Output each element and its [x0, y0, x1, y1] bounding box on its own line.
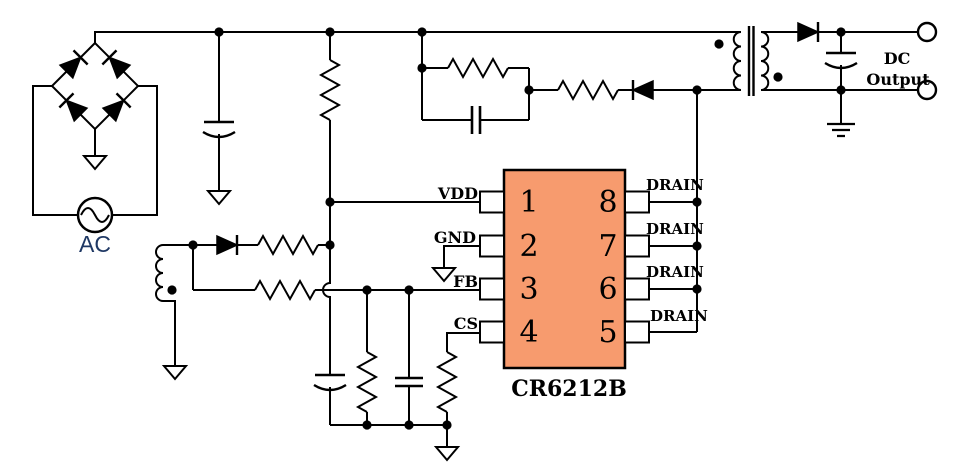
fb-resistor-icon	[357, 351, 377, 413]
pin7-box	[624, 234, 650, 258]
ic-body	[502, 168, 627, 370]
pin6-box	[624, 277, 650, 301]
ic-part-number: CR6212B	[511, 376, 627, 402]
pin1-label: VDD	[437, 184, 478, 203]
dc-output-negative-terminal	[916, 79, 938, 101]
dc-output-label-line2: Output	[866, 70, 930, 89]
fb-capacitor-icon	[393, 376, 425, 388]
aux-diode-icon	[215, 233, 239, 257]
pin1-number: 1	[519, 185, 538, 220]
ic-pin-boxes	[479, 190, 650, 344]
aux-vdd-resistor-icon	[257, 235, 319, 255]
ground-arrow-icon	[83, 155, 107, 170]
pin7-label: DRAIN	[646, 220, 704, 238]
pin3-box	[479, 277, 505, 301]
primary-winding-icon	[732, 31, 742, 91]
pin5-box	[624, 320, 650, 344]
pin2-label: GND	[434, 228, 476, 247]
clamp-diode-icon	[631, 78, 655, 102]
ac-source	[76, 196, 114, 234]
cs-resistor-icon	[437, 351, 457, 413]
pin8-number: 8	[598, 185, 617, 220]
ground-arrow-icon	[435, 446, 459, 461]
secondary-winding-icon	[760, 31, 770, 91]
ac-source-label: AC	[79, 231, 111, 257]
cs-wire	[446, 332, 480, 352]
core-icon	[747, 26, 755, 96]
gnd-pin-wire	[443, 245, 480, 268]
bulk-capacitor	[201, 32, 237, 205]
pin8-label: DRAIN	[646, 176, 704, 194]
pin1-box	[479, 190, 505, 214]
pin6-number: 6	[598, 272, 617, 307]
clamp-series-resistor-icon	[557, 80, 619, 100]
pin4-box	[479, 320, 505, 344]
ac-input-section: AC	[32, 41, 158, 257]
ground-arrow-icon	[207, 190, 231, 205]
ic-cr6212b: 1 2 3 4 8 7 6 5 VDD GND FB CS DRAIN DRAI…	[434, 90, 708, 402]
aux-ground-wire	[163, 300, 176, 366]
dc-output-positive-terminal	[916, 21, 938, 43]
pin2-box	[479, 234, 505, 258]
ac-left-wire	[32, 85, 78, 216]
pin8-box	[624, 190, 650, 214]
top-rail	[94, 31, 741, 43]
pin5-label: DRAIN	[650, 307, 708, 325]
pin7-number: 7	[598, 229, 617, 264]
output-diode-icon	[796, 20, 820, 44]
pin4-number: 4	[519, 315, 538, 350]
snubber-resistor-icon	[447, 58, 509, 78]
startup-resistor-icon	[320, 59, 340, 121]
aux-fb-resistor-icon	[254, 280, 316, 300]
aux-phase-dot	[167, 285, 177, 295]
snubber-capacitor-icon	[470, 104, 482, 136]
drain-pin-wires	[649, 201, 697, 333]
pin5-number: 5	[598, 315, 617, 350]
pin3-number: 3	[519, 272, 538, 307]
ground-arrow-icon	[432, 267, 456, 282]
rcd-snubber	[421, 32, 697, 136]
dc-output-section: DC Output	[761, 20, 938, 138]
sine-wave-icon	[80, 207, 110, 223]
earth-ground-icon	[825, 122, 857, 138]
primary-phase-dot	[714, 39, 724, 49]
pin2-number: 2	[519, 229, 538, 264]
pin6-label: DRAIN	[646, 263, 704, 281]
transformer	[697, 26, 783, 96]
secondary-phase-dot	[773, 72, 783, 82]
ac-right-wire	[112, 85, 158, 216]
aux-winding-section	[155, 233, 480, 380]
pin3-label: FB	[453, 272, 478, 291]
bridge-diamond	[50, 41, 140, 131]
aux-winding-icon	[155, 244, 164, 302]
ground-arrow-icon	[163, 365, 187, 380]
dc-output-label-line1: DC	[884, 49, 911, 68]
pin4-label: CS	[454, 314, 478, 333]
